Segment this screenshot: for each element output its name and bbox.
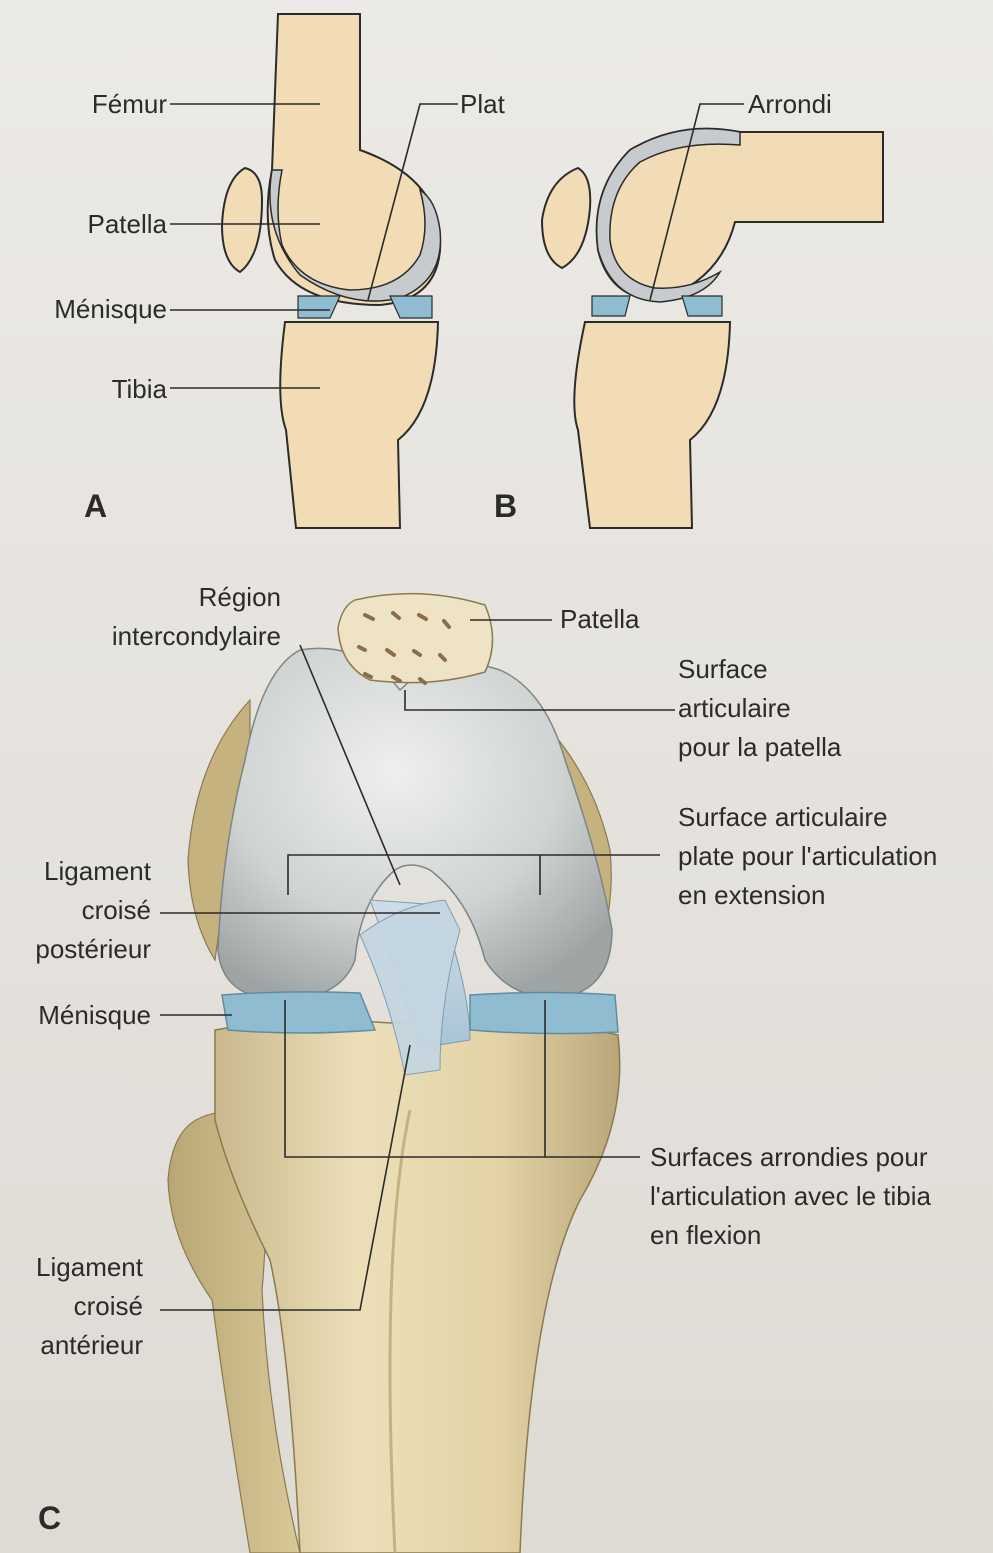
panel-label-a: A: [84, 488, 107, 525]
label-surfaces-arrondies: Surfaces arrondies pour l'articulation a…: [650, 1138, 931, 1255]
label-surface-plate-line2: plate pour l'articulation: [678, 837, 937, 876]
label-surface-plate: Surface articulaire plate pour l'articul…: [678, 798, 937, 915]
label-surface-plate-line1: Surface articulaire: [678, 798, 937, 837]
label-region-line1: Région: [112, 578, 281, 617]
label-surfaces-arrondies-line2: l'articulation avec le tibia: [650, 1177, 931, 1216]
label-menisque-a: Ménisque: [54, 290, 167, 329]
label-surface-patella-line1: Surface: [678, 650, 841, 689]
label-surface-patella-line2: articulaire: [678, 689, 841, 728]
label-lca-line3: antérieur: [36, 1326, 143, 1365]
diagram-b: [542, 129, 883, 528]
panel-label-c: C: [38, 1500, 61, 1537]
label-lcp-line2: croisé: [35, 891, 151, 930]
label-region: Région intercondylaire: [112, 578, 281, 656]
label-lca: Ligament croisé antérieur: [36, 1248, 143, 1365]
label-surfaces-arrondies-line1: Surfaces arrondies pour: [650, 1138, 931, 1177]
patella-b: [542, 168, 590, 268]
label-surfaces-arrondies-line3: en flexion: [650, 1216, 931, 1255]
label-menisque-c: Ménisque: [38, 996, 151, 1035]
patella-a: [222, 168, 262, 272]
label-arrondi: Arrondi: [748, 85, 832, 124]
meniscus-a-2: [390, 296, 432, 318]
label-patella-a: Patella: [88, 205, 168, 244]
femur-a: [268, 14, 441, 305]
meniscus-c-right: [470, 993, 618, 1034]
diagram-a: [222, 14, 441, 528]
label-lcp-line3: postérieur: [35, 930, 151, 969]
tibia-b: [574, 322, 730, 528]
tibia-a: [280, 322, 438, 528]
label-lcp-line1: Ligament: [35, 852, 151, 891]
label-tibia: Tibia: [112, 370, 167, 409]
label-surface-plate-line3: en extension: [678, 876, 937, 915]
label-femur: Fémur: [92, 85, 167, 124]
label-plat: Plat: [460, 85, 505, 124]
panel-label-b: B: [494, 488, 517, 525]
patella-c: [338, 594, 493, 683]
meniscus-b-1: [592, 296, 630, 316]
label-region-line2: intercondylaire: [112, 617, 281, 656]
meniscus-b-2: [682, 296, 722, 316]
meniscus-a-1: [298, 296, 340, 318]
label-patella-c: Patella: [560, 600, 640, 639]
label-lca-line2: croisé: [36, 1287, 143, 1326]
label-lca-line1: Ligament: [36, 1248, 143, 1287]
label-lcp: Ligament croisé postérieur: [35, 852, 151, 969]
diagram-c: [168, 594, 620, 1553]
meniscus-c-left: [222, 992, 375, 1033]
label-surface-patella-line3: pour la patella: [678, 728, 841, 767]
label-surface-patella: Surface articulaire pour la patella: [678, 650, 841, 767]
